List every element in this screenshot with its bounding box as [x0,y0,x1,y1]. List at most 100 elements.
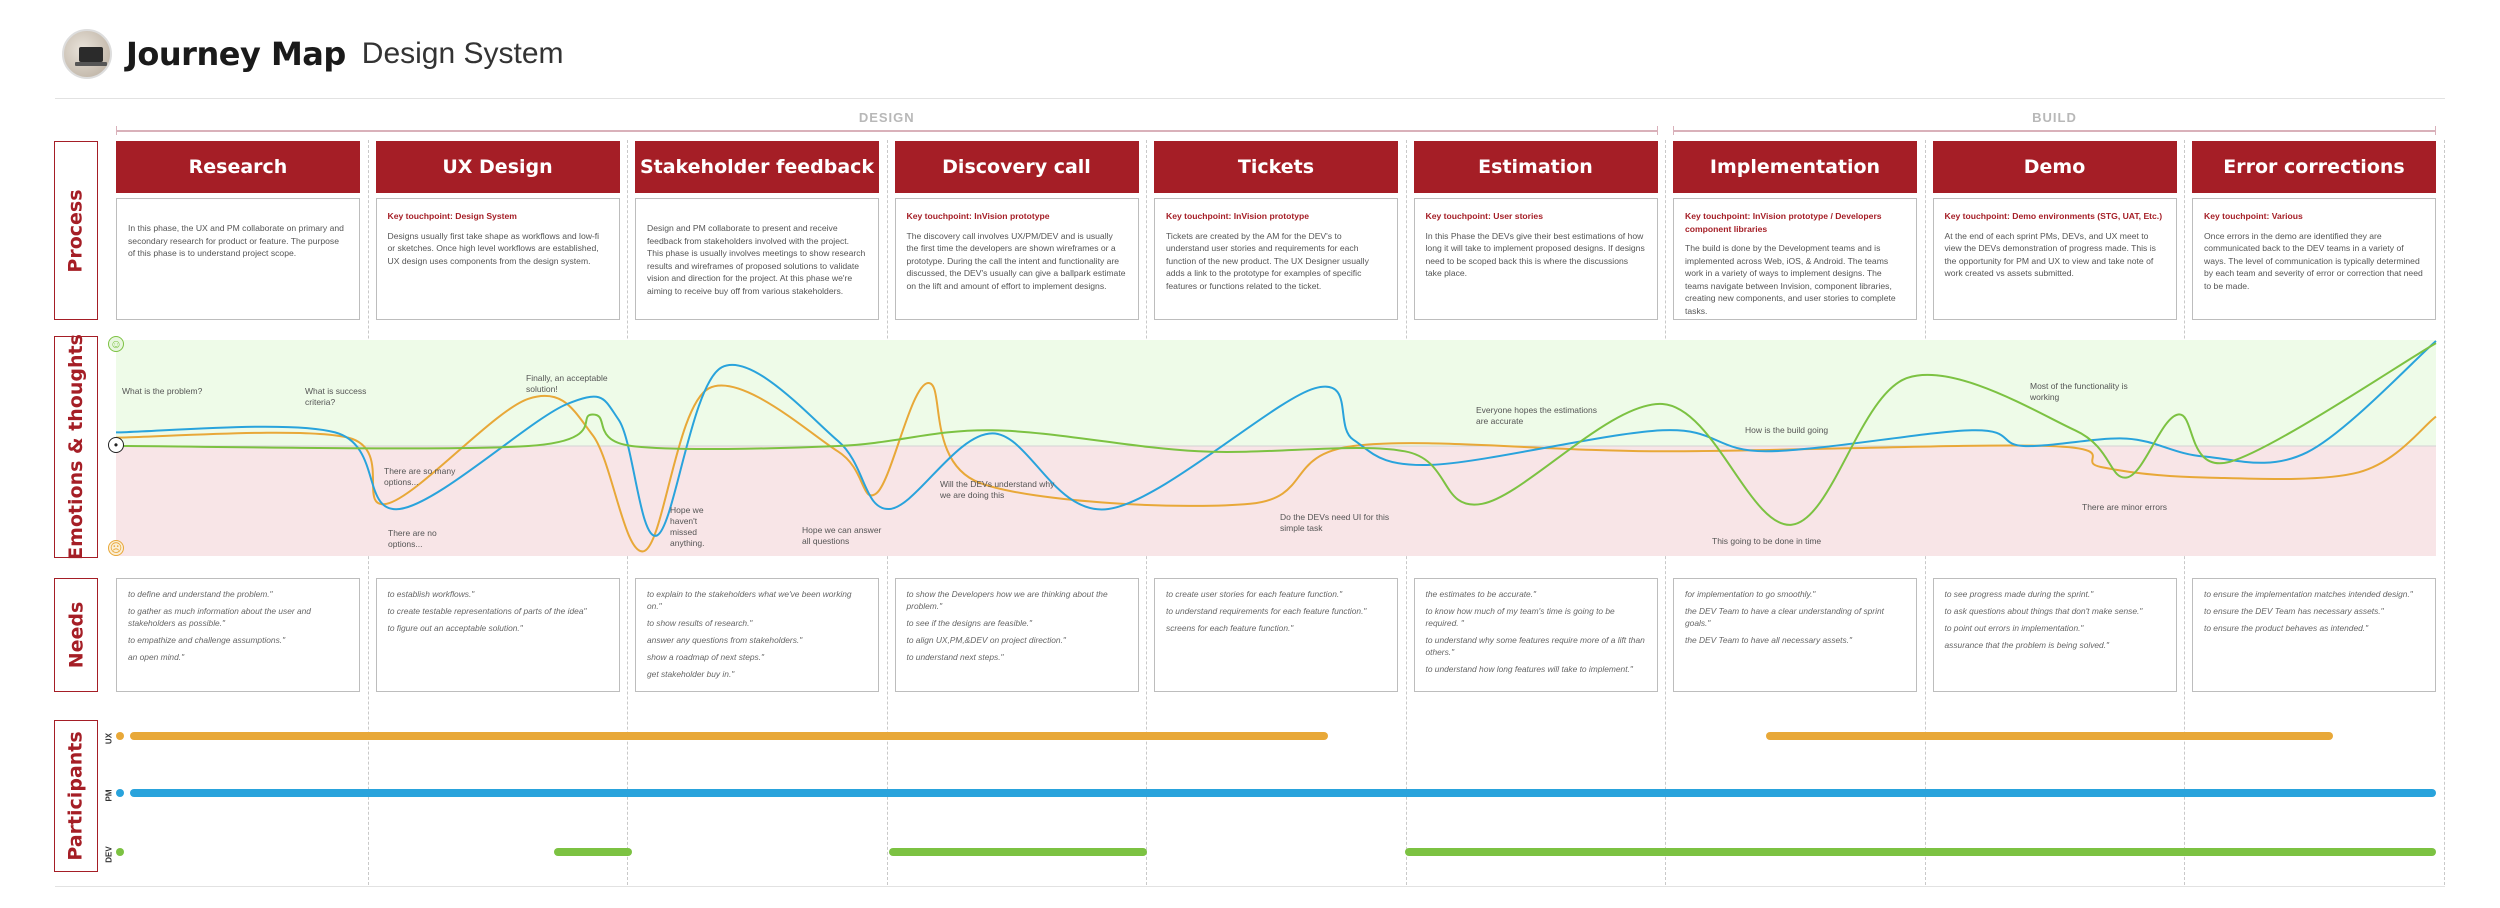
need-item: to create user stories for each feature … [1166,589,1343,599]
needs-card: to create user stories for each feature … [1154,578,1398,692]
stage-header: Estimation [1413,141,1658,193]
need-item: to show results of research." [647,618,753,628]
participant-bar [1404,848,2436,856]
page-subtitle: Design System [361,37,564,70]
process-description: Designs usually first take shape as work… [387,230,600,266]
key-touchpoint: Key touchpoint: Design System [387,211,517,221]
row-label-participants: Participants [54,720,98,872]
phase-bracket [1673,126,2436,135]
sad-face-icon: ☹ [108,540,124,556]
annotation: This going to be done in time [1712,536,1822,546]
stage-header: Tickets [1154,141,1398,193]
need-item: to understand why some features require … [1425,635,1645,657]
need-item: to explain to the stakeholders what we'v… [647,589,852,611]
process-description: Design and PM collaborate to present and… [647,223,866,296]
annotation: What is success criteria? [305,386,367,407]
process-description: The build is done by the Development tea… [1685,243,1896,316]
annotation: There are no options... [388,528,437,549]
annotation: Will the DEVs understand why we are doin… [940,479,1055,500]
process-description: At the end of each sprint PMs, DEVs, and… [1944,230,2156,279]
needs-card: to establish workflows."to create testab… [375,578,620,692]
key-touchpoint: Key touchpoint: Demo environments (STG, … [1944,211,2163,221]
need-item: to see if the designs are feasible." [906,618,1032,628]
participant-label: PM [104,789,114,802]
process-description: In this Phase the DEVs give their best e… [1425,230,1645,279]
annotation: There are so many options... [384,466,456,487]
stage-header: Stakeholder feedback [635,141,879,193]
need-item: get stakeholder buy in." [647,669,735,679]
needs-card: the estimates to be accurate."to know ho… [1413,578,1658,692]
need-item: to understand how long features will tak… [1425,664,1633,674]
needs-card: to explain to the stakeholders what we'v… [635,578,879,692]
key-touchpoint: Key touchpoint: InVision prototype / Dev… [1685,211,1882,234]
participant-dot [116,789,124,797]
phase-label: BUILD [2032,110,2077,125]
stage-header: UX Design [375,141,620,193]
page-title: Journey Map [126,35,346,73]
need-item: to ensure the DEV Team has necessary ass… [2204,606,2384,616]
need-item: to figure out an acceptable solution." [387,623,523,633]
need-item: to understand next steps." [906,652,1004,662]
positive-band [116,340,2436,446]
annotation: There are minor errors [2082,502,2168,512]
need-item: to empathize and challenge assumptions." [128,635,286,645]
phase-bracket [116,126,1658,135]
participant-bar [1765,732,2333,740]
process-card: Key touchpoint: Demo environments (STG, … [1932,198,2177,320]
need-item: to ask questions about things that don't… [1944,606,2143,616]
row-label-process: Process [54,141,98,320]
stage-header: Demo [1932,141,2177,193]
annotation: Hope we can answer all questions [802,525,882,546]
process-description: Tickets are created by the AM for the DE… [1166,230,1369,291]
need-item: to gather as much information about the … [128,606,311,628]
emotion-line-dev [115,342,2437,526]
need-item: to establish workflows." [387,589,475,599]
need-item: to see progress made during the sprint." [1944,589,2094,599]
key-touchpoint: Key touchpoint: Various [2204,211,2303,221]
annotation: What is the problem? [122,386,203,396]
need-item: to understand requirements for each feat… [1166,606,1367,616]
participant-label: UX [104,732,114,745]
column-divider [2443,140,2445,885]
participant-bar [889,848,1148,856]
participant-bar [554,848,632,856]
needs-card: for implementation to go smoothly." the D… [1673,578,1917,692]
happy-face-icon: ☺ [108,336,124,352]
emotion-line-pm [115,340,2437,537]
divider [55,886,2445,887]
need-item: for implementation to go smoothly." [1685,589,1816,599]
needs-card: to define and understand the problem."to… [116,578,360,692]
annotation: Hope we haven't missed anything. [670,505,705,548]
header: Journey Map Design System [62,26,564,82]
needs-card: to ensure the implementation matches int… [2192,578,2436,692]
annotation: Finally, an acceptable solution! [526,373,608,394]
need-item: the DEV Team to have all necessary asset… [1685,635,1852,645]
need-item: to point out errors in implementation." [1944,623,2084,633]
key-touchpoint: Key touchpoint: InVision prototype [1166,211,1310,221]
annotation: Everyone hopes the estimations are accur… [1476,405,1597,426]
participant-bar [130,789,2436,797]
laptop-icon [79,47,103,62]
needs-card: to show the Developers how we are thinki… [894,578,1139,692]
need-item: the DEV Team to have a clear understandi… [1685,606,1884,628]
participant-dot [116,848,124,856]
key-touchpoint: Key touchpoint: InVision prototype [906,211,1050,221]
process-description: The discovery call involves UX/PM/DEV an… [906,230,1126,291]
participant-label: DEV [104,846,114,863]
stage-header: Research [116,141,360,193]
divider [55,98,2445,99]
need-item: show a roadmap of next steps." [647,652,765,662]
annotation: Do the DEVs need UI for this simple task [1280,512,1390,533]
need-item: to show the Developers how we are thinki… [906,589,1108,611]
process-card: In this phase, the UX and PM collaborate… [116,198,360,320]
needs-card: to see progress made during the sprint."… [1932,578,2177,692]
participant-dot [116,732,124,740]
need-item: an open mind." [128,652,185,662]
process-description: In this phase, the UX and PM collaborate… [128,223,344,258]
need-item: to align UX,PM,&DEV on project direction… [906,635,1066,645]
stage-header: Implementation [1673,141,1917,193]
annotation: How is the build going [1745,425,1829,435]
